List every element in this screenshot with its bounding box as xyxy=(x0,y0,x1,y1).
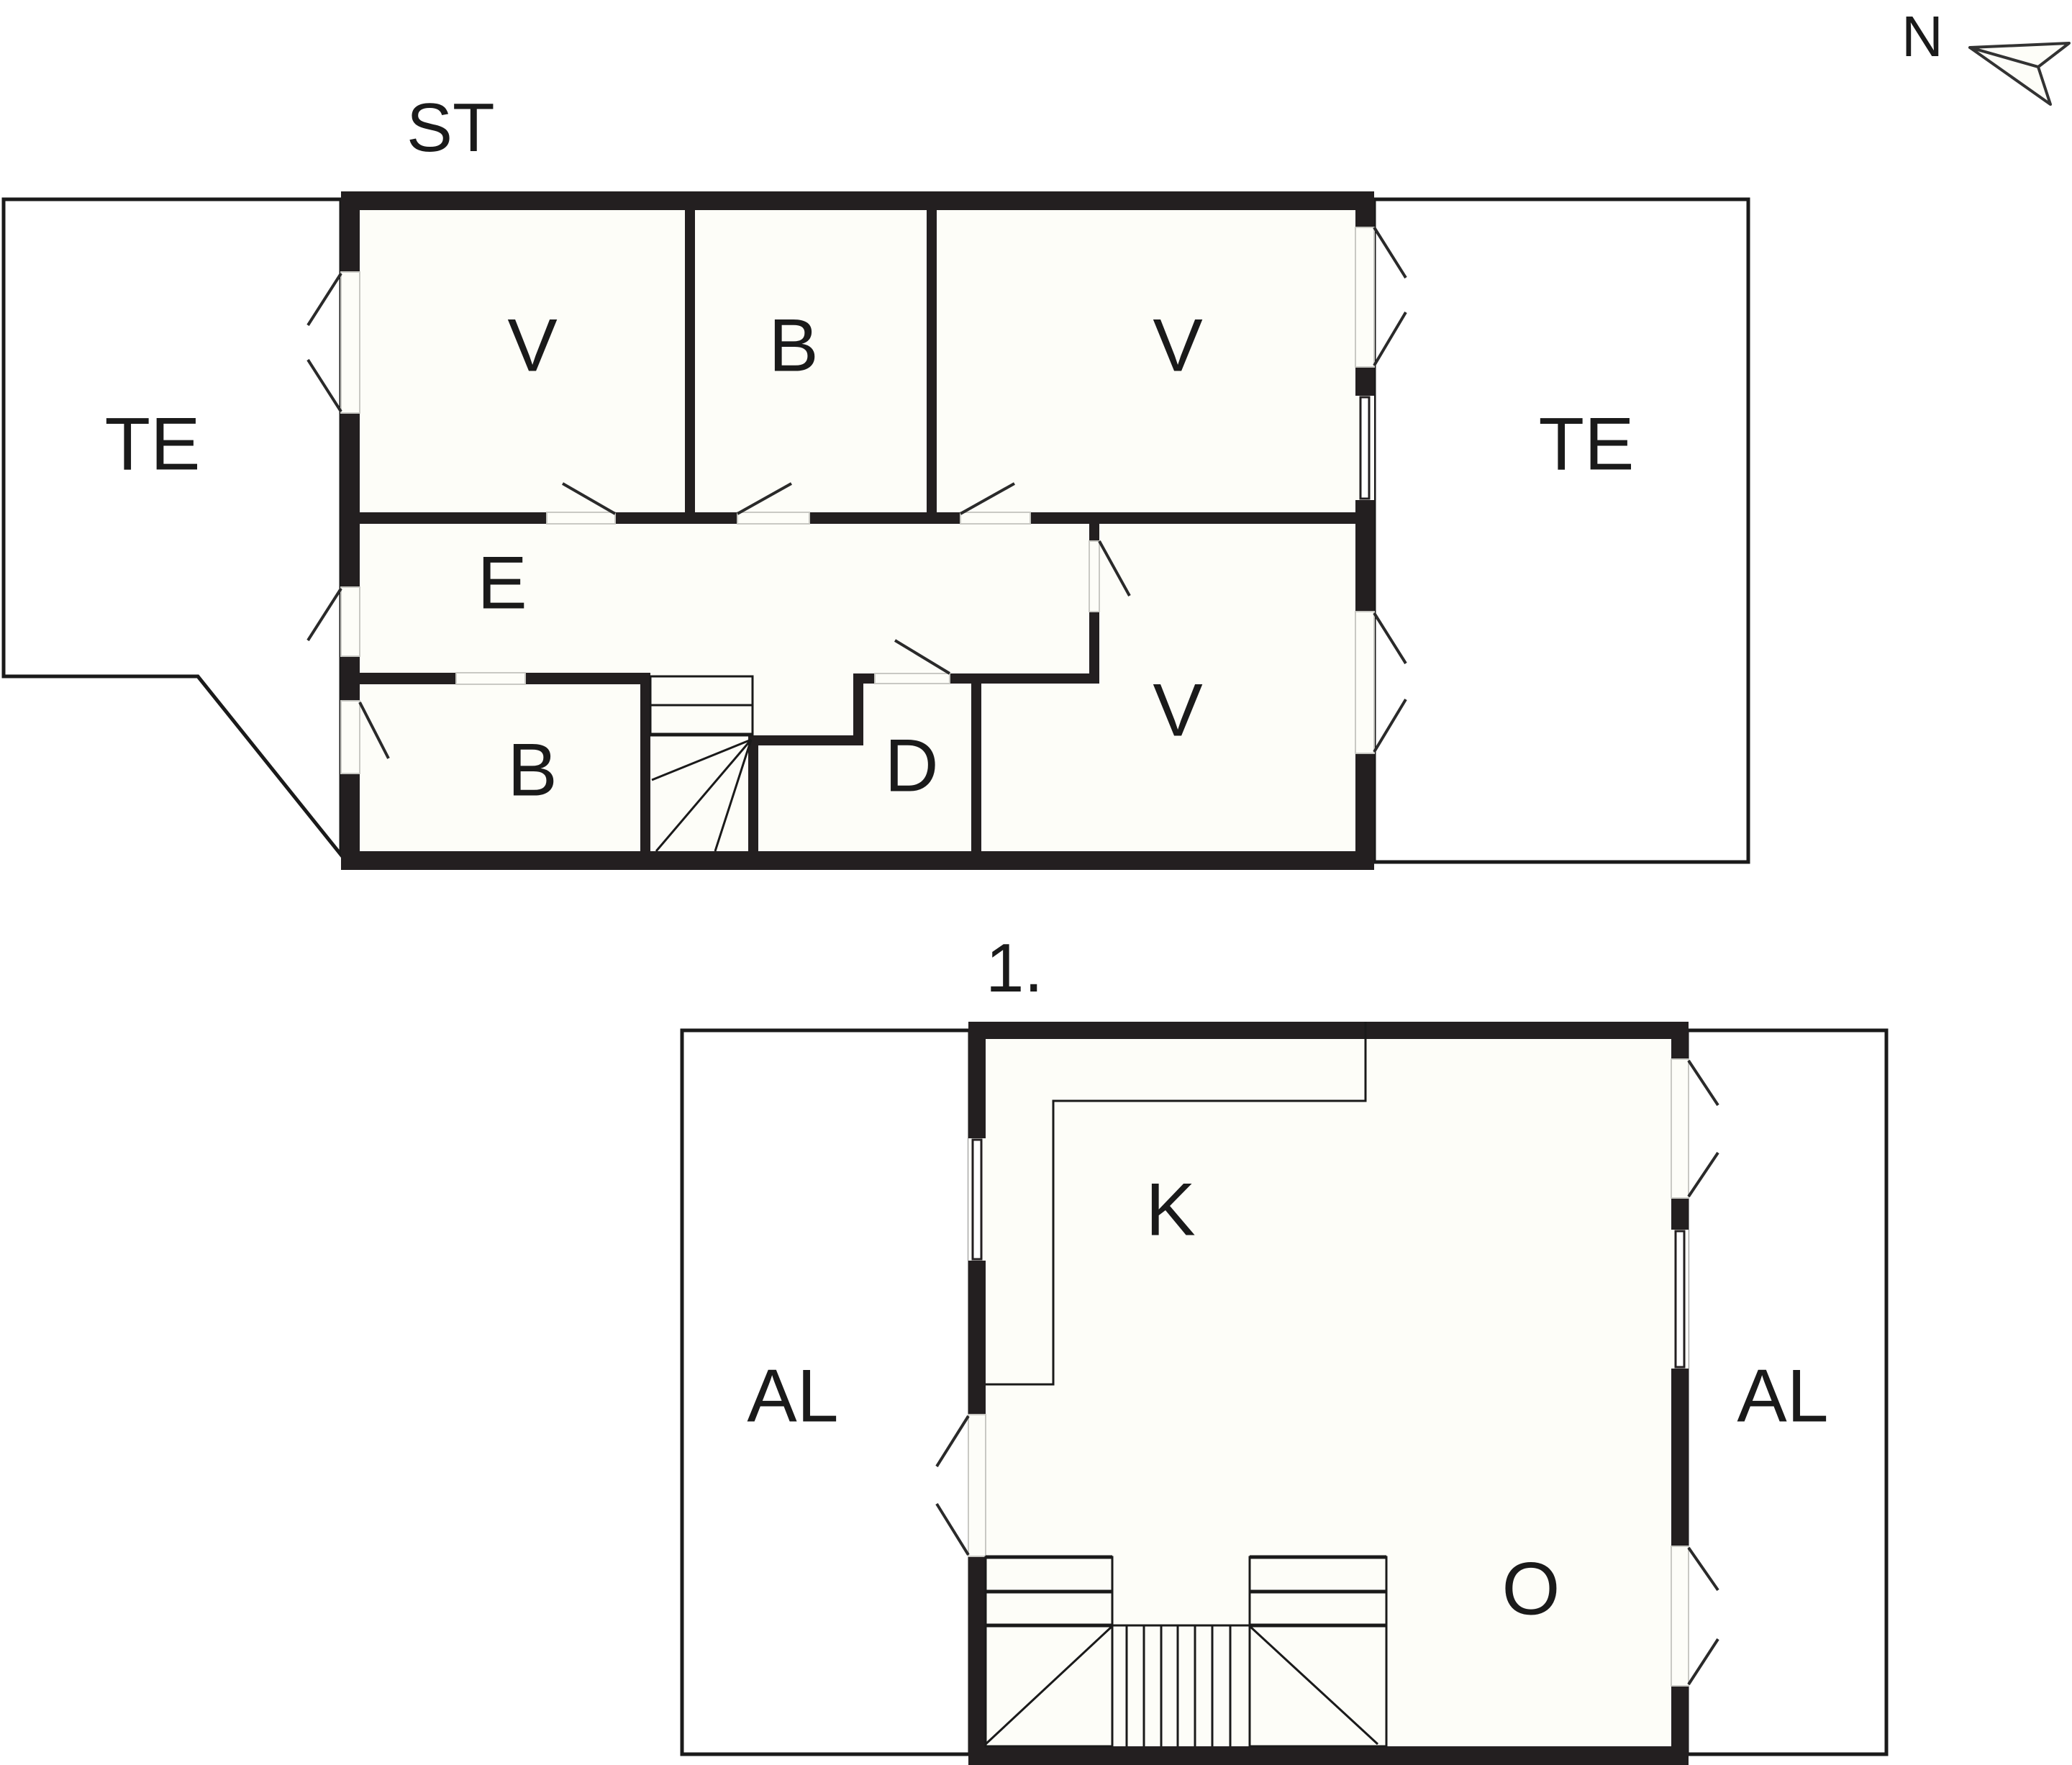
floor-label-ground: ST xyxy=(406,89,495,166)
room-label-living: O xyxy=(1502,1547,1560,1630)
door-swings-first xyxy=(935,1059,1719,1686)
room-label-bathroom-north: B xyxy=(768,304,818,387)
first-floor: 1. xyxy=(680,930,1889,1765)
room-label-bedroom-nw: V xyxy=(507,304,557,387)
window-v-east xyxy=(1359,396,1371,500)
room-label-bathroom-south: B xyxy=(507,728,557,812)
room-label-entrance: E xyxy=(477,541,527,625)
exterior-door-openings xyxy=(340,227,1375,774)
interior-door-openings xyxy=(455,512,1100,685)
house-interior xyxy=(341,191,1374,870)
door-swings-ground xyxy=(306,226,1407,759)
staircase-ground xyxy=(649,675,754,852)
staircase-first xyxy=(984,1555,1388,1748)
north-indicator: N xyxy=(1901,4,2071,106)
room-label-bedroom-se: V xyxy=(1153,668,1202,752)
floor-label-first: 1. xyxy=(986,930,1043,1007)
north-arrow-icon xyxy=(1968,42,2071,106)
north-label: N xyxy=(1901,4,1943,68)
room-labels-ground: TE V B V TE E B D V xyxy=(105,304,1635,812)
window-living-east xyxy=(1674,1230,1686,1369)
room-label-bedroom-ne: V xyxy=(1153,304,1202,387)
kitchen-counter xyxy=(986,1022,1367,1386)
room-label-balcony-west: AL xyxy=(747,1354,838,1438)
room-label-kitchen: K xyxy=(1145,1168,1195,1251)
door-openings-first xyxy=(968,1058,1689,1687)
exterior-walls xyxy=(341,191,1374,870)
interior-walls xyxy=(341,191,1374,870)
exterior-walls-first xyxy=(968,1022,1689,1765)
first-floor-interior xyxy=(968,1022,1689,1765)
room-labels-first: AL K AL O xyxy=(747,1168,1828,1630)
window-kitchen-west xyxy=(971,1138,983,1261)
ground-floor: ST xyxy=(1,89,1750,870)
terrace-left xyxy=(1,197,343,861)
room-label-balcony-east: AL xyxy=(1737,1354,1828,1438)
room-label-shower: D xyxy=(884,724,938,807)
terrace-right xyxy=(1372,197,1750,864)
room-label-terrace-west: TE xyxy=(105,402,201,486)
room-label-terrace-east: TE xyxy=(1539,402,1635,486)
